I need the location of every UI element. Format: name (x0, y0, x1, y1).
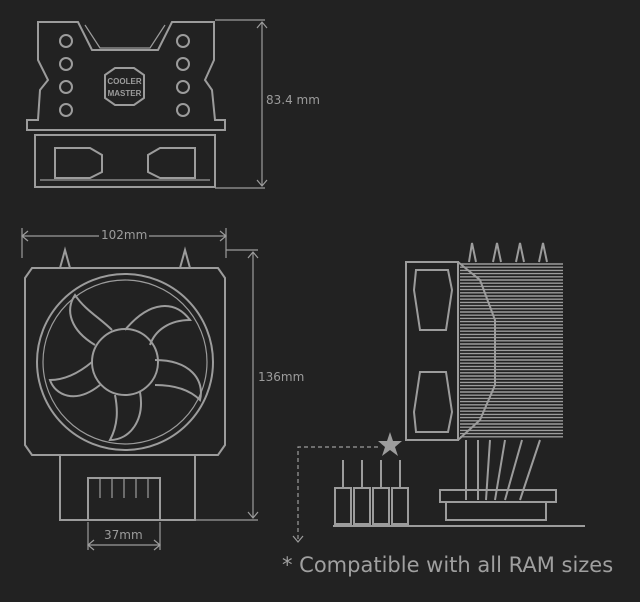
svg-text:MASTER: MASTER (108, 89, 142, 98)
front-view (21, 228, 259, 551)
star-icon (378, 432, 402, 456)
base-width-label: 37mm (104, 528, 143, 542)
side-view (292, 242, 585, 543)
height-label: 136mm (256, 370, 307, 384)
top-view: COOLER MASTER (26, 19, 268, 189)
height-top-label: 83.4 mm (264, 93, 322, 107)
heatpipe-holes (59, 34, 190, 117)
ram-modules (334, 460, 409, 525)
fan-blades (48, 293, 202, 442)
svg-text:COOLER: COOLER (107, 77, 141, 86)
heatsink-fins (460, 263, 563, 438)
ram-compatibility-note: * Compatible with all RAM sizes (282, 553, 614, 577)
width-label: 102mm (99, 228, 150, 242)
cooler-master-logo: COOLER MASTER (104, 67, 145, 106)
